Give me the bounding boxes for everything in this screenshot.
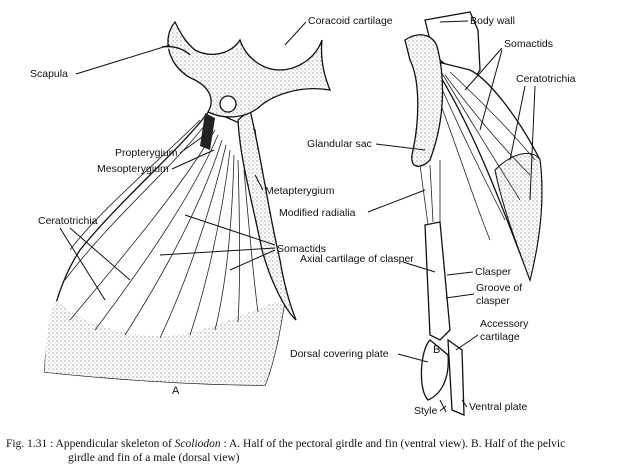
caption-line2: girdle and fin of a male (dorsal view) [68,452,240,464]
figure-caption: Fig. 1.31 : Appendicular skeleton of Sco… [6,437,618,465]
caption-prefix: Fig. 1.31 : Appendicular skeleton of [6,438,175,450]
glandular-sac-shape [404,34,444,167]
label-style: Style [414,405,438,417]
label-groove-line2: clasper [476,295,510,307]
label-mesopterygium: Mesopterygium [97,163,169,175]
figure-b-labels: Body wall Somactids Ceratotrichia Glandu… [279,15,576,417]
label-ceratotrichia-b: Ceratotrichia [516,73,576,85]
label-glandular-sac: Glandular sac [307,138,372,150]
girdle-shape [167,20,332,118]
label-body-wall: Body wall [470,15,515,27]
label-ceratotrichia-a: Ceratotrichia [38,215,98,227]
label-groove-line1: Groove of [476,282,522,294]
ventral-plate-shape [447,338,465,416]
caption-genus: Scoliodon [174,438,221,450]
label-ventral-plate: Ventral plate [469,401,528,413]
diagram: Scapula Coracoid cartilage Propterygium … [30,11,576,417]
propterygium-shape [200,113,215,150]
metapterygium-shape [237,108,297,321]
panel-label-b: B [433,344,440,356]
caption-line1-rest: : A. Half of the pectoral girdle and fin… [220,438,566,450]
axial-cartilage-shape [424,221,451,341]
dorsal-covering-plate-shape [420,339,449,401]
pectoral-girdle-fin-drawing [44,20,332,386]
panel-label-a: A [172,385,180,397]
figure-a-labels: Scapula Coracoid cartilage Propterygium … [30,15,393,397]
label-accessory-line2: cartilage [480,331,520,343]
label-coracoid-cartilage: Coracoid cartilage [308,15,393,27]
label-somactids-b: Somactids [504,38,553,50]
label-metapterygium: Metapterygium [265,185,335,197]
label-dorsal-covering-plate: Dorsal covering plate [290,348,389,360]
label-propterygium: Propterygium [115,147,178,159]
label-accessory-line1: Accessory [480,318,529,330]
fin-rays [64,119,259,339]
label-axial-cartilage: Axial cartilage of clasper [300,253,414,265]
label-scapula: Scapula [30,68,68,80]
label-modified-radialia: Modified radialia [279,207,356,219]
label-somactids-a: Somactids [277,243,326,255]
label-clasper: Clasper [475,266,512,278]
